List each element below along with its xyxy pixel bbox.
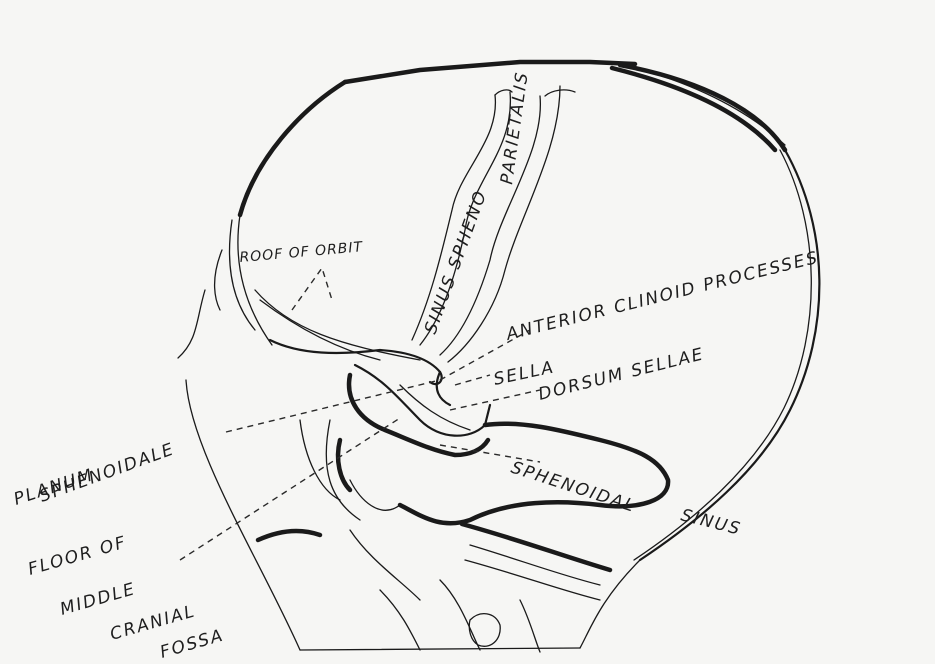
label-sinus: SINUS [679,505,744,539]
label-sphenoidal: SPHENOIDAL [508,458,638,517]
labels: PARIETALIS SINUS SPHENO ROOF OF ORBIT AN… [11,70,821,663]
label-middle: MIDDLE [58,579,139,620]
label-anterior-clinoid: ANTERIOR CLINOID PROCESSES [503,248,821,345]
label-floor-of: FLOOR OF [26,533,129,580]
label-sphenoidale: SPHENOIDALE [37,439,178,507]
label-dorsum-sellae: DORSUM SELLAE [536,344,706,405]
vertex-band [612,65,785,150]
skull-base [258,524,610,652]
label-sinus-spheno: SINUS SPHENO [421,187,492,337]
label-roof-of-orbit: ROOF OF ORBIT [239,239,364,266]
label-fossa: FOSSA [158,625,227,662]
label-parietalis: PARIETALIS [497,70,533,186]
